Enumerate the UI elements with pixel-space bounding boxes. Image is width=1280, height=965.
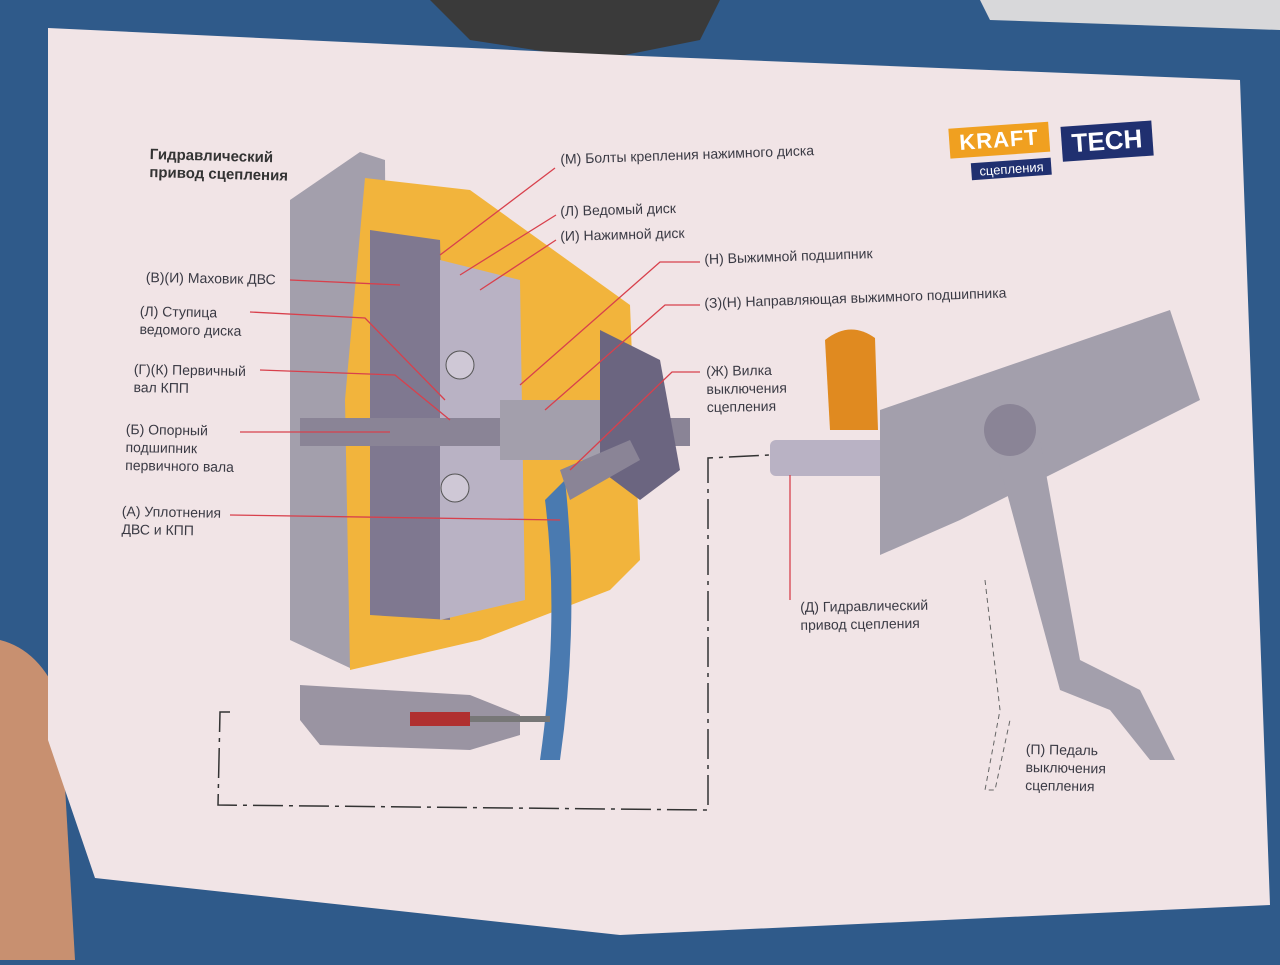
master-cylinder [770,440,910,476]
label-b: (Б) Опорный подшипник первичного вала [125,420,235,476]
spring [445,350,475,380]
label-gk: (Г)(К) Первичный вал КПП [133,360,246,398]
label-gk-line-1: (Г)(К) Первичный [133,360,247,379]
logo-tech: TECH [1060,120,1154,162]
label-l-hub-line-2: ведомого диска [139,320,242,339]
label-l-hub-line-1: (Л) Ступица [139,302,218,321]
label-zh: (Ж) Вилка выключения сцепления [706,361,787,416]
label-p-line-2: выключения [1025,758,1107,777]
label-l-hub: (Л) Ступица ведомого диска [139,302,241,340]
label-p-line-3: сцепления [1025,776,1095,795]
release-fork [540,480,572,760]
label-p-line-1: (П) Педаль [1025,740,1099,759]
label-a-line-2: ДВС и КПП [121,520,195,539]
label-d-line-1: (Д) Гидравлический [800,596,929,615]
pedal-released-outline [984,579,1011,791]
label-b-line-1: (Б) Опорный [125,420,209,439]
clutch-pedal [990,430,1175,760]
leader-m [439,167,556,256]
pushrod [470,716,550,722]
label-zh-line-3: сцепления [706,397,777,415]
leader-a [229,514,561,521]
title-line-2: привод сцепления [149,163,289,185]
leader-vi [289,279,401,286]
bag-object [430,0,720,60]
paper-corner [980,0,1280,30]
leader-l-disc [459,214,557,276]
label-d-line-2: привод сцепления [800,614,920,633]
pedal-bracket [880,310,1200,555]
logo-subtitle: сцепления [970,157,1053,181]
leader-zn [544,304,700,411]
label-vi: (В)(И) Маховик ДВС [145,268,276,288]
label-gk-line-2: вал КПП [133,378,190,396]
leader-zh [569,371,700,471]
leader-l-hub [249,311,446,401]
hydraulic-line [217,454,771,811]
fork-arm [560,440,640,500]
leader-gk [259,369,451,421]
label-b-line-3: первичного вала [125,456,235,475]
label-zh-line-1: (Ж) Вилка [706,361,772,379]
logo-kraft: KRAFT [948,121,1050,159]
label-b-line-2: подшипник [125,438,198,457]
label-a-line-1: (А) Уплотнения [121,502,222,521]
label-p: (П) Педаль выключения сцепления [1025,740,1106,795]
slave-piston [410,712,470,726]
label-d: (Д) Гидравлический привод сцепления [800,596,929,634]
pedal-pivot [984,404,1036,456]
reservoir [825,329,878,430]
leader-i-disc [479,239,557,291]
diagram-title: Гидравлический привод сцепления [149,146,289,186]
spring [440,473,470,503]
label-zh-line-2: выключения [706,379,787,397]
label-a: (А) Уплотнения ДВС и КПП [121,502,221,540]
label-i-disc: (И) Нажимной диск [560,224,685,244]
leader-lines [229,167,791,600]
label-l-disc: (Л) Ведомый диск [560,199,677,219]
leader-n [519,261,700,386]
